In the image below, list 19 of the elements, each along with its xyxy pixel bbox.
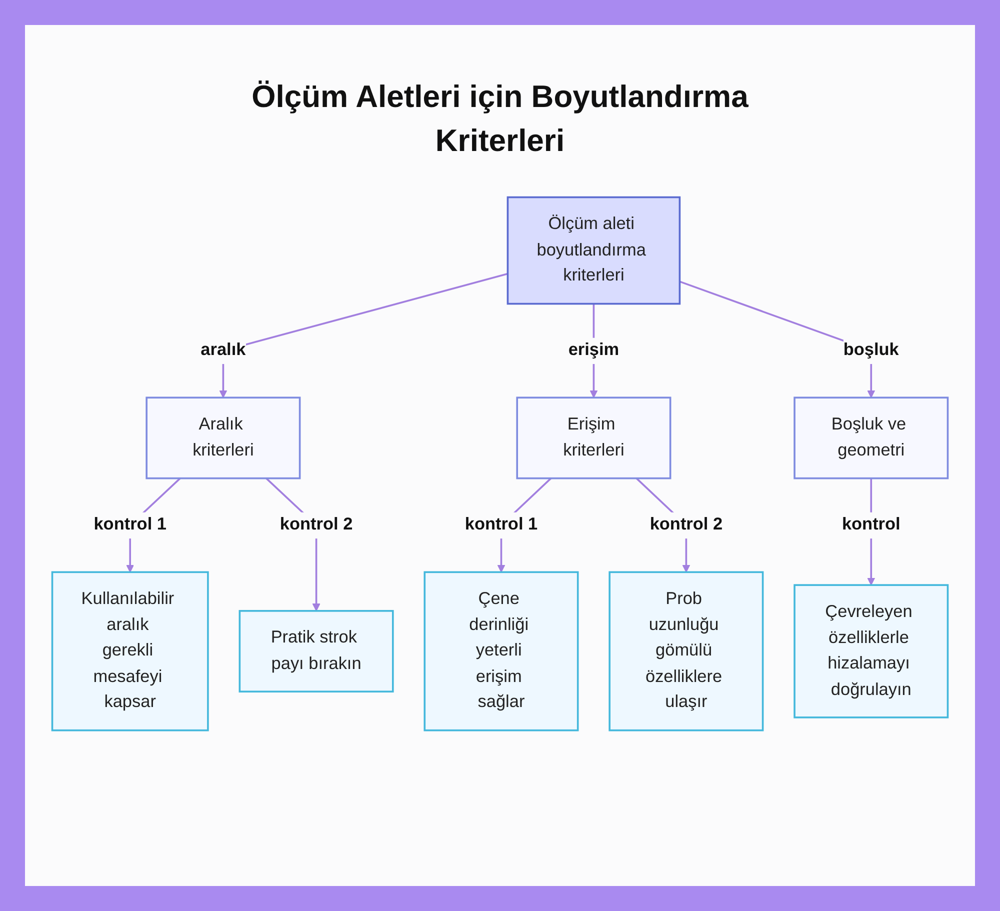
edge-label: kontrol 1 — [94, 515, 166, 534]
edge-label: kontrol 2 — [280, 515, 353, 534]
edge-label: boşluk — [843, 340, 899, 360]
node-box: Prob uzunluğu gömülü özelliklere ulaşır — [608, 571, 764, 732]
edge-label: aralık — [200, 340, 246, 360]
edge-label: kontrol — [842, 515, 900, 534]
node-box: Kullanılabilir aralık gerekli mesafeyi kapsar — [51, 571, 209, 732]
node-box: Erişim kriterleri — [516, 396, 672, 480]
arrow — [219, 272, 508, 398]
edge-label: kontrol 1 — [464, 515, 538, 534]
node-box: Ölçüm aleti boyutlandırma kriterleri — [506, 196, 681, 305]
edge-label: erişim — [568, 340, 620, 360]
edge-label: kontrol 2 — [650, 515, 723, 534]
node-box: Çene derinliği yeterli erişim sağlar — [424, 571, 579, 732]
diagram-title: Ölçüm Aletleri için Boyutlandırma Kriterleri — [250, 78, 750, 160]
node-box: Aralık kriterleri — [146, 396, 301, 480]
node-box: Pratik strok payı bırakın — [238, 610, 394, 692]
node-box: Çevreleyen özelliklerle hizalamayı doğrulayın — [794, 584, 949, 718]
node-box: Boşluk ve geometri — [794, 396, 949, 480]
